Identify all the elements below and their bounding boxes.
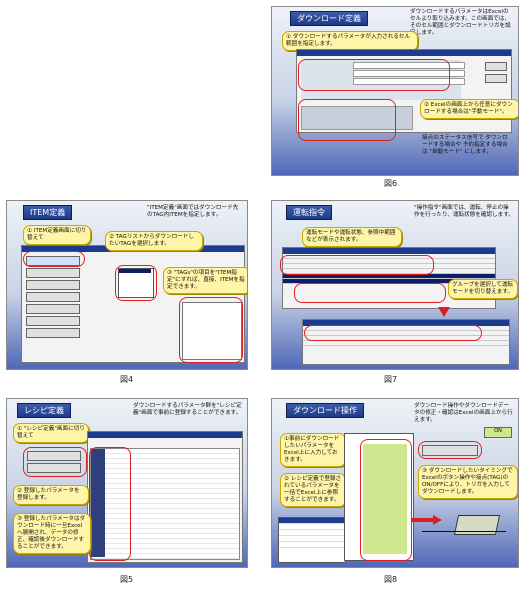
fig6-panel: ダウンロード定義 ダウンロードするパラメータはExcelのセルより取り込みます。… [271, 6, 519, 176]
fig7-row [283, 264, 495, 269]
fig7-row [283, 254, 495, 259]
fig4-highlight-menu [23, 251, 85, 267]
fig8-cell-row [279, 518, 345, 524]
fig8-on-button[interactable]: ON [484, 427, 512, 438]
fig5-menu-button-1[interactable] [27, 451, 81, 461]
fig7-detail-row [303, 326, 509, 331]
fig5-highlight-table [89, 447, 131, 561]
fig4-callout-1: ① ITEM定義画面に切り替えて [23, 225, 91, 245]
fig6-note-top: ダウンロードするパラメータはExcelのセルより取り込みます。この画面では、その… [410, 9, 511, 36]
fig8-excel-main [344, 433, 414, 561]
fig8-download-arrow-icon [412, 515, 442, 525]
fig5-panel: レシピ定義 ダウンロードするパラメータ群を"レシピ定義"画面で事前に登録すること… [6, 398, 248, 568]
fig6-callout-2: ② Excelの画面上から任意にダウンロードする場合は"手動モード"。 [420, 99, 518, 119]
fig6-side-button-2[interactable] [485, 74, 507, 83]
fig8-callout-3: ③ ダウンロードしたいタイミングでExcelのボタン操作や接点(TAG)のON/… [418, 465, 518, 499]
fig6-app-window [296, 49, 512, 133]
fig7-arrow-icon [438, 307, 450, 317]
fig5-callout-1: ① "レシピ定義"画面に切り替えて [13, 423, 89, 443]
fig6-title: ダウンロード定義 [290, 11, 368, 26]
fig8-on-label: ON [494, 428, 502, 434]
fig4-menu-button-3[interactable] [26, 280, 80, 290]
fig8-cell-row [279, 524, 345, 530]
fig4-highlight-items [179, 297, 243, 363]
fig4-callout-3: ③ "TAGs"の項目を"ITEM指定"にすれば、直接、ITEMを指定できます。 [163, 267, 247, 294]
fig8-note-top: ダウンロード操作やダウンロードデータの修正・確認はExcelの画面上から行えます… [414, 403, 513, 423]
fig8-callout-1: ①事前にダウンロードしたいパラメータをExcel上に入力しておきます。 [280, 433, 346, 467]
fig8-panel: ダウンロード操作 ダウンロード操作やダウンロードデータの修正・確認はExcelの… [271, 398, 519, 568]
fig4-title: ITEM定義 [23, 205, 73, 220]
fig4-tag-list[interactable] [118, 268, 154, 298]
fig8-network-icon [422, 531, 506, 560]
fig6-mode-area [301, 106, 413, 130]
fig6-callout-1: ① ダウンロードするパラメータが入力されるセル範囲を指定します。 [282, 31, 418, 51]
fig7-detail-titlebar [303, 320, 509, 326]
fig5-callout-2: ② 登録したパラメータを登録します。 [13, 485, 89, 505]
fig8-param-column[interactable] [363, 444, 407, 554]
fig8-excel-left [278, 517, 346, 563]
fig5-title: レシピ定義 [17, 403, 71, 418]
fig7-caption: 図7 [384, 375, 398, 384]
fig7-window-titlebar [283, 248, 495, 254]
fig4-panel: ITEM定義 "ITEM定義"画面ではダウンロード先のTAG内ITEMを指定しま… [6, 200, 248, 370]
fig5-recipe-table [90, 448, 240, 560]
fig7-detail-row [303, 341, 509, 346]
fig4-menu-button-6[interactable] [26, 316, 80, 326]
fig4-caption: 図4 [120, 375, 134, 384]
fig6-note-bottom: 接点のステータス信号で ダウンロードする場合や 予約指定する場合は "自動モード… [422, 135, 508, 155]
fig6-input-row-3[interactable] [353, 78, 465, 85]
fig7-callout-2: グループを選択して運転モードを切り替えます。 [448, 279, 518, 299]
fig6-side-button-1[interactable] [485, 62, 507, 71]
fig8-cell-row [279, 536, 345, 542]
fig7-callout-1: 運転モードや運転状態、参照中範囲などが表示されます。 [302, 227, 402, 247]
fig5-caption: 図5 [120, 575, 134, 584]
fig6-input-row-2[interactable] [353, 70, 465, 77]
fig5-highlight-menu [23, 447, 87, 477]
fig8-highlight-params [360, 439, 412, 561]
fig8-caption: 図8 [384, 575, 398, 584]
fig7-highlight-detail [304, 325, 482, 341]
fig4-callout-2: ② TAGリストからダウンロードしたいTAGを選択します。 [105, 231, 203, 251]
fig4-highlight-tag [115, 265, 157, 301]
fig7-highlight-status [280, 255, 434, 275]
fig4-item-table [182, 302, 242, 360]
fig4-menu-button-4[interactable] [26, 292, 80, 302]
fig4-menu-button-7[interactable] [26, 328, 80, 338]
fig4-app-window [21, 245, 245, 363]
fig4-menu-button-2[interactable] [26, 268, 80, 278]
fig4-menu-button-5[interactable] [26, 304, 80, 314]
fig5-note-top: ダウンロードするパラメータ群を"レシピ定義"画面で事前に登録することができます。 [133, 403, 242, 416]
fig4-note-top: "ITEM定義"画面ではダウンロード先のTAG内ITEMを指定します。 [147, 205, 239, 218]
fig7-title: 運転指令 [286, 205, 332, 220]
fig8-cell-row [279, 542, 345, 548]
fig7-row [283, 259, 495, 264]
fig5-recipe-id-column [91, 449, 105, 557]
fig5-callout-3: ③ 登録したパラメータはダウンロード時に一旦Excelへ展開され、データの修正、… [13, 513, 91, 554]
fig5-app-window [87, 431, 243, 563]
fig6-input-row-1[interactable] [353, 62, 465, 69]
fig4-tag-list-selected[interactable] [119, 269, 151, 273]
fig8-highlight-download [418, 441, 482, 459]
fig7-detail-row [303, 331, 509, 336]
fig6-caption: 図6 [384, 179, 398, 188]
fig8-cell-row [279, 530, 345, 536]
fig7-panel: 運転指令 "操作指令"画面では、運転、停止の操作を行ったり、運転状態を確認します… [271, 200, 519, 370]
fig7-row-selected[interactable] [283, 274, 495, 279]
fig8-callout-2: ② レシピ定義で登録されているパラメータを一括でExcel上に参照することができ… [280, 473, 346, 507]
fig7-highlight-group [294, 283, 446, 303]
fig7-note-top: "操作指令"画面では、運転、停止の操作を行ったり、運転状態を確認します。 [414, 205, 514, 218]
fig6-highlight-mode [298, 99, 396, 141]
fig7-row [283, 269, 495, 274]
fig6-highlight-cells [298, 59, 450, 91]
fig6-window-titlebar [297, 50, 511, 56]
fig5-window-titlebar [88, 432, 242, 438]
fig8-download-button[interactable] [422, 445, 478, 456]
fig5-menu-button-2[interactable] [27, 463, 81, 473]
fig8-title: ダウンロード操作 [286, 403, 364, 418]
